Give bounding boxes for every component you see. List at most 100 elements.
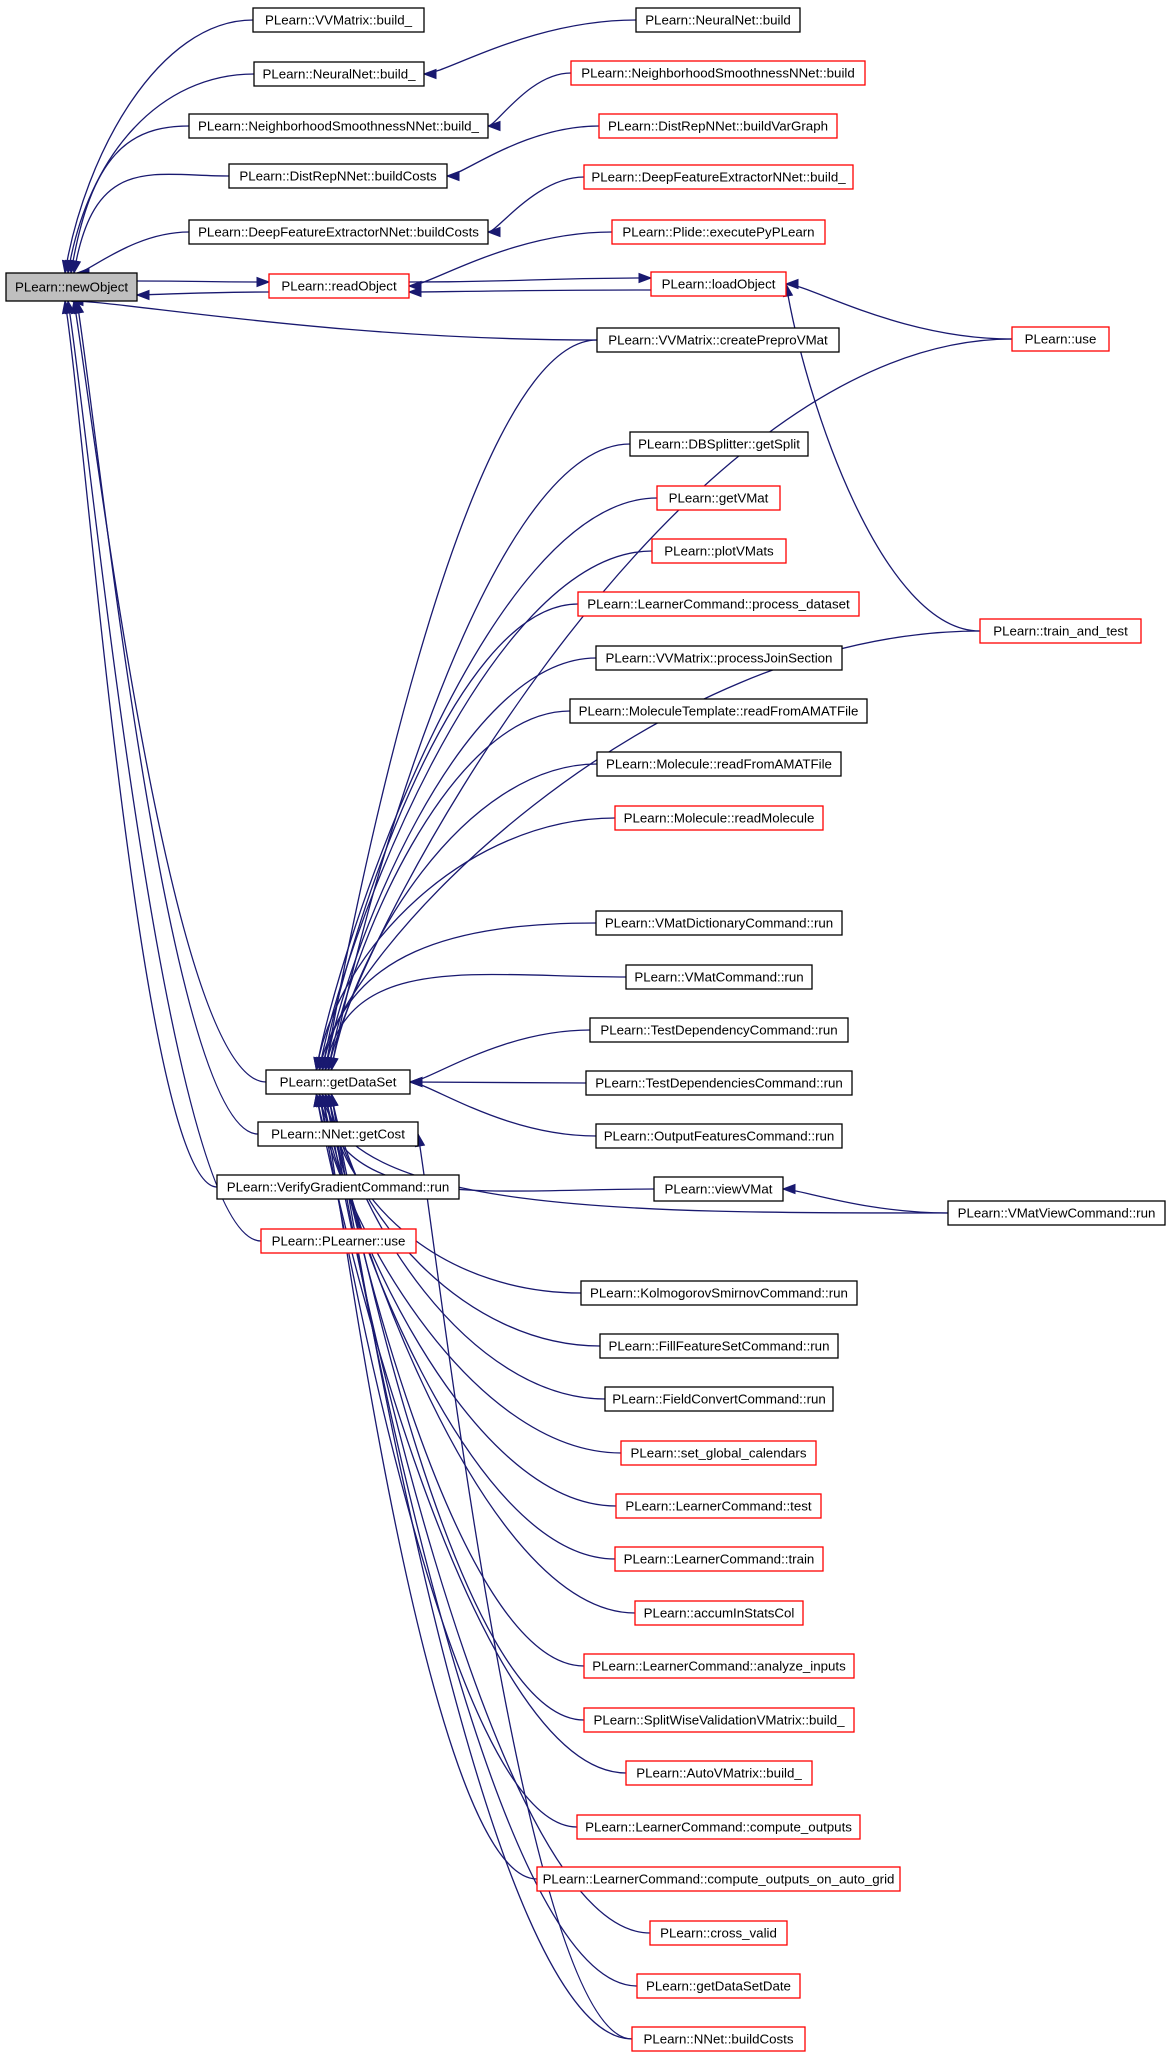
- edge-use-to-loadObject: [784, 278, 1013, 340]
- edge-line: [324, 657, 597, 1071]
- node-testdep[interactable]: PLearn::TestDependencyCommand::run: [589, 1017, 849, 1043]
- node-label: PLearn::accumInStatsCol: [644, 1606, 795, 1621]
- node-nn-build-[interactable]: PLearn::NeuralNet::build_: [253, 61, 425, 87]
- node-ks[interactable]: PLearn::KolmogorovSmirnovCommand::run: [580, 1280, 858, 1306]
- edge-line: [321, 922, 597, 1071]
- node-getVMat[interactable]: PLearn::getVMat: [656, 485, 781, 511]
- node-drnn-buildCosts[interactable]: PLearn::DistRepNNet::buildCosts: [228, 163, 448, 189]
- node-lc-train[interactable]: PLearn::LearnerCommand::train: [614, 1546, 824, 1572]
- node-crossvalid[interactable]: PLearn::cross_valid: [649, 1920, 788, 1946]
- node-loadObject[interactable]: PLearn::loadObject: [650, 271, 787, 297]
- node-box: [577, 591, 860, 617]
- node-box: [625, 1760, 813, 1786]
- node-use[interactable]: PLearn::use: [1011, 326, 1110, 352]
- node-label: PLearn::DeepFeatureExtractorNNet::buildC…: [198, 225, 479, 240]
- node-vvm-cpv[interactable]: PLearn::VVMatrix::createPreproVMat: [596, 327, 840, 353]
- edge-setcal-to-getDataSet: [313, 1092, 622, 1454]
- node-readObject[interactable]: PLearn::readObject: [268, 273, 410, 299]
- node-label: PLearn::DeepFeatureExtractorNNet::build_: [591, 170, 846, 185]
- node-box: [634, 1600, 804, 1626]
- node-box: [947, 1200, 1166, 1226]
- node-newObject[interactable]: PLearn::newObject: [5, 272, 138, 302]
- node-label: PLearn::LearnerCommand::process_dataset: [587, 597, 850, 612]
- node-nsnn-build-[interactable]: PLearn::NeighborhoodSmoothnessNNet::buil…: [188, 113, 489, 139]
- edge-line: [408, 277, 652, 283]
- node-testdeps[interactable]: PLearn::TestDependenciesCommand::run: [585, 1070, 853, 1096]
- node-setcal[interactable]: PLearn::set_global_calendars: [620, 1440, 817, 1466]
- node-box: [580, 1280, 858, 1306]
- node-box: [656, 485, 781, 511]
- node-lc-compute-grid[interactable]: PLearn::LearnerCommand::compute_outputs_…: [536, 1866, 901, 1892]
- node-label: PLearn::train_and_test: [993, 624, 1128, 639]
- node-fieldconv[interactable]: PLearn::FieldConvertCommand::run: [604, 1386, 834, 1412]
- node-nn-build[interactable]: PLearn::NeuralNet::build: [635, 7, 801, 33]
- node-label: PLearn::NeighborhoodSmoothnessNNet::buil…: [198, 119, 479, 134]
- node-label: PLearn::VerifyGradientCommand::run: [227, 1180, 449, 1195]
- edge-line: [67, 73, 255, 274]
- node-lc-compute[interactable]: PLearn::LearnerCommand::compute_outputs: [576, 1814, 861, 1840]
- node-mol-read[interactable]: PLearn::Molecule::readFromAMATFile: [596, 751, 842, 777]
- edge-nsnn-build--to-newObject: [67, 125, 190, 275]
- node-train-test[interactable]: PLearn::train_and_test: [979, 618, 1142, 644]
- node-vvm-build[interactable]: PLearn::VVMatrix::build_: [252, 7, 425, 33]
- node-plide-exec[interactable]: PLearn::Plide::executePyPLearn: [611, 219, 826, 245]
- node-plearner-use[interactable]: PLearn::PLearner::use: [260, 1228, 417, 1254]
- node-label: PLearn::getVMat: [669, 491, 769, 506]
- node-outfeat[interactable]: PLearn::OutputFeaturesCommand::run: [595, 1123, 843, 1149]
- node-vmdict[interactable]: PLearn::VMatDictionaryCommand::run: [595, 910, 843, 936]
- node-box: [598, 113, 838, 139]
- node-box: [188, 219, 489, 245]
- node-lc-process[interactable]: PLearn::LearnerCommand::process_dataset: [577, 591, 860, 617]
- node-vmview[interactable]: PLearn::VMatViewCommand::run: [947, 1200, 1166, 1226]
- edge-loadObject-to-readObject: [407, 286, 652, 298]
- node-getdsdate[interactable]: PLearn::getDataSetDate: [636, 1973, 801, 1999]
- node-verifyGrad[interactable]: PLearn::VerifyGradientCommand::run: [216, 1174, 460, 1200]
- node-label: PLearn::AutoVMatrix::build_: [636, 1766, 802, 1781]
- node-swvm-build[interactable]: PLearn::SplitWiseValidationVMatrix::buil…: [583, 1707, 855, 1733]
- node-box: [1011, 326, 1110, 352]
- node-label: PLearn::KolmogorovSmirnovCommand::run: [590, 1286, 848, 1301]
- node-lc-analyze[interactable]: PLearn::LearnerCommand::analyze_inputs: [583, 1653, 855, 1679]
- edge-line: [318, 630, 981, 1071]
- node-fillfs[interactable]: PLearn::FillFeatureSetCommand::run: [599, 1333, 839, 1359]
- node-plotVMats[interactable]: PLearn::plotVMats: [651, 538, 787, 564]
- node-nnet-buildCosts[interactable]: PLearn::NNet::buildCosts: [631, 2026, 806, 2052]
- node-box: [653, 1176, 784, 1202]
- node-drnn-bvg[interactable]: PLearn::DistRepNNet::buildVarGraph: [598, 113, 838, 139]
- edge-drnn-bvg-to-drnn-buildCosts: [445, 125, 600, 182]
- node-box: [216, 1174, 460, 1200]
- node-dfe-build-[interactable]: PLearn::DeepFeatureExtractorNNet::build_: [583, 164, 854, 190]
- node-lc-test[interactable]: PLearn::LearnerCommand::test: [615, 1493, 822, 1519]
- edge-line: [417, 1133, 633, 2040]
- node-label: PLearn::getDataSetDate: [646, 1979, 791, 1994]
- edge-line: [409, 1081, 597, 1137]
- node-viewVMat[interactable]: PLearn::viewVMat: [653, 1176, 784, 1202]
- node-dfe-buildCosts[interactable]: PLearn::DeepFeatureExtractorNNet::buildC…: [188, 219, 489, 245]
- node-nsnn-build[interactable]: PLearn::NeighborhoodSmoothnessNNet::buil…: [570, 60, 866, 86]
- node-nnet-getCost[interactable]: PLearn::NNet::getCost: [257, 1121, 419, 1147]
- edge-line: [70, 125, 190, 274]
- node-vvm-pjs[interactable]: PLearn::VVMatrix::processJoinSection: [595, 645, 843, 671]
- node-label: PLearn::LearnerCommand::test: [625, 1499, 812, 1514]
- node-molt-read[interactable]: PLearn::MoleculeTemplate::readFromAMATFi…: [569, 698, 868, 724]
- edge-arrowhead: [486, 120, 501, 132]
- edge-molt-read-to-getDataSet: [325, 710, 571, 1072]
- edge-getdsdate-to-getDataSet: [325, 1092, 638, 1987]
- edge-line: [318, 1093, 617, 1507]
- edge-arrowhead: [486, 226, 501, 238]
- node-dbsplit[interactable]: PLearn::DBSplitter::getSplit: [629, 431, 809, 457]
- edge-nnet-buildCosts-to-nnet-getCost: [414, 1132, 633, 2040]
- node-label: PLearn::DistRepNNet::buildCosts: [239, 169, 437, 184]
- edge-vvm-pjs-to-getDataSet: [322, 657, 597, 1072]
- node-vmatcmd[interactable]: PLearn::VMatCommand::run: [625, 964, 813, 990]
- edge-arrowhead: [784, 278, 799, 290]
- node-accum[interactable]: PLearn::accumInStatsCol: [634, 1600, 804, 1626]
- node-box: [604, 1386, 834, 1412]
- node-mol-readmol[interactable]: PLearn::Molecule::readMolecule: [614, 805, 824, 831]
- edge-arrowhead: [70, 259, 82, 275]
- node-getDataSet[interactable]: PLearn::getDataSet: [265, 1069, 411, 1095]
- node-label: PLearn::LearnerCommand::train: [624, 1552, 815, 1567]
- node-box: [570, 60, 866, 86]
- node-autovm-build[interactable]: PLearn::AutoVMatrix::build_: [625, 1760, 813, 1786]
